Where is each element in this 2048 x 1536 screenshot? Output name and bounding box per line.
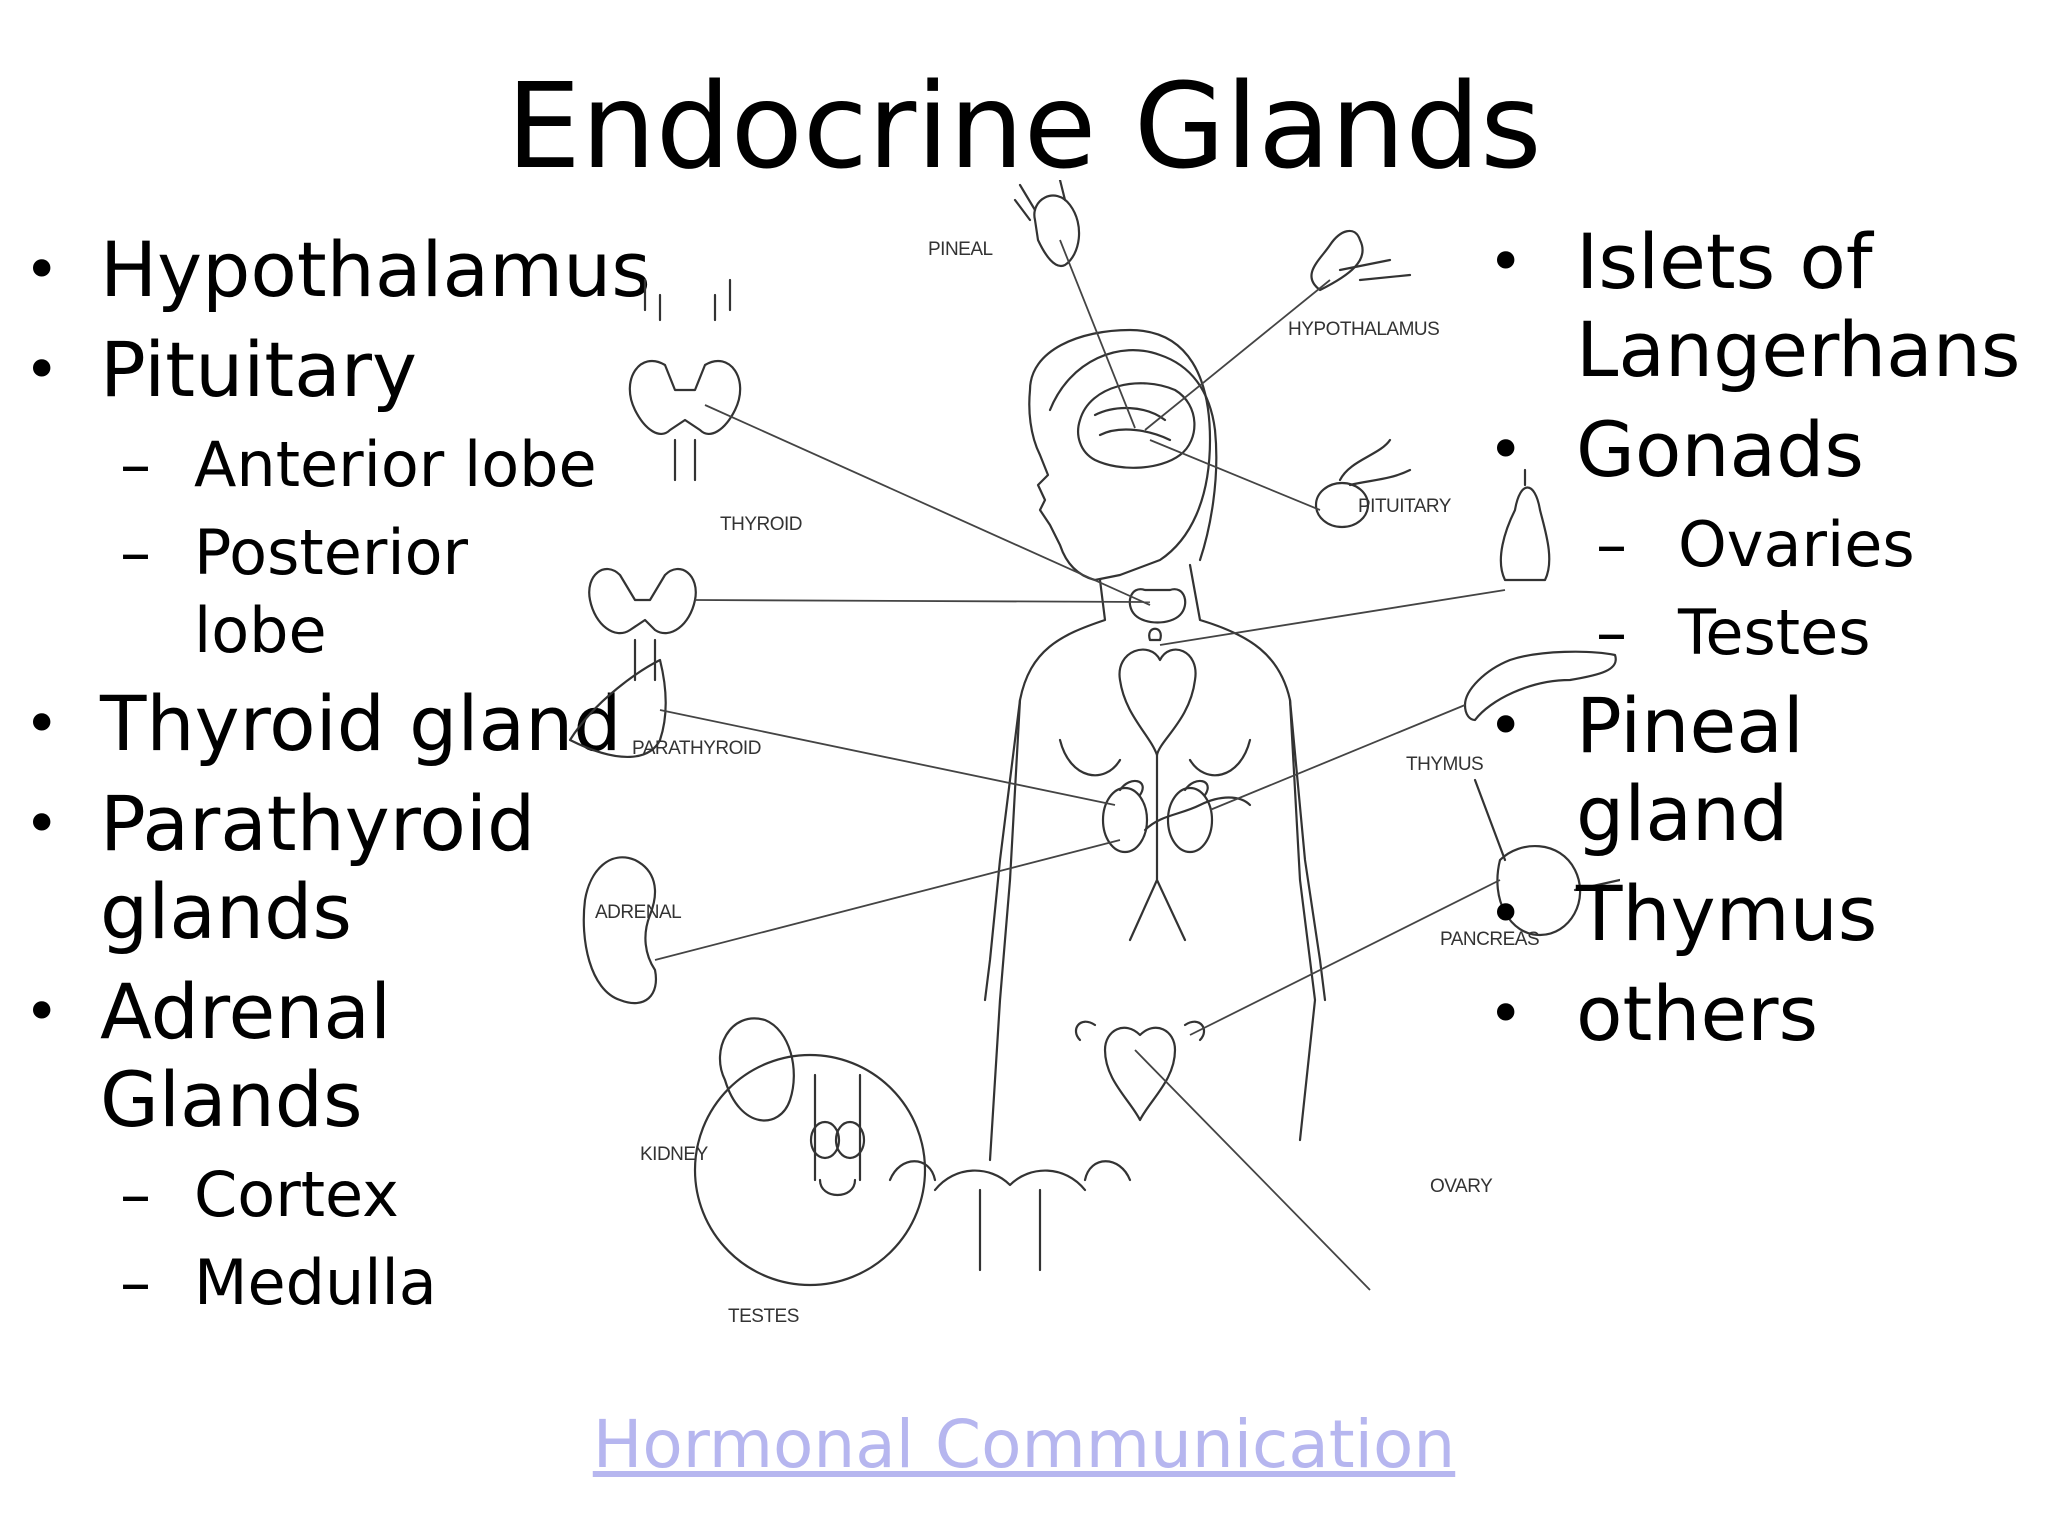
sub-list-item: Anterior lobe xyxy=(24,426,644,504)
label-adrenal: ADRENAL xyxy=(595,902,681,923)
label-ovary: OVARY xyxy=(1430,1176,1493,1197)
list-item: Pituitary xyxy=(24,326,644,415)
list-item: Gonads xyxy=(1488,406,2028,495)
list-item: Thyroid gland xyxy=(24,680,644,769)
list-item: others xyxy=(1488,970,2028,1059)
label-pineal: PINEAL xyxy=(928,239,993,260)
label-thyroid: THYROID xyxy=(720,514,802,535)
list-item: Parathyroid glands xyxy=(24,780,560,956)
hormonal-communication-link[interactable]: Hormonal Communication xyxy=(592,1406,1456,1483)
list-item: Adrenal Glands xyxy=(24,968,480,1144)
sub-list-item: Ovaries xyxy=(1488,506,2028,584)
sub-list-item: Posterior lobe xyxy=(24,514,494,670)
list-item: Hypothalamus xyxy=(24,226,651,315)
sub-list-item: Testes xyxy=(1488,594,2028,672)
endocrine-diagram: PINEAL HYPOTHALAMUS THYROID PITUITARY PA… xyxy=(568,180,1620,1327)
pointer-lines xyxy=(654,239,1506,1291)
list-item: Pineal gland xyxy=(1488,682,2028,858)
right-bullet-list: Islets of Langerhans Gonads Ovaries Test… xyxy=(1488,218,2028,1070)
label-kidney: KIDNEY xyxy=(640,1144,709,1165)
body-outline xyxy=(568,180,1620,1287)
left-bullet-list: Hypothalamus Pituitary Anterior lobe Pos… xyxy=(24,226,651,1332)
sub-list-item: Medulla xyxy=(24,1244,644,1322)
label-testes: TESTES xyxy=(728,1306,799,1327)
label-hypothalamus: HYPOTHALAMUS xyxy=(1288,319,1439,340)
label-pituitary: PITUITARY xyxy=(1358,496,1452,517)
list-item: Thymus xyxy=(1488,870,2028,959)
list-item: Islets of Langerhans xyxy=(1488,218,2021,394)
sub-list-item: Cortex xyxy=(24,1156,644,1234)
label-thymus: THYMUS xyxy=(1406,754,1483,775)
diagram-labels: PINEAL HYPOTHALAMUS THYROID PITUITARY PA… xyxy=(595,239,1540,1327)
label-parathyroid: PARATHYROID xyxy=(632,738,761,759)
slide-title: Endocrine Glands xyxy=(506,57,1542,195)
